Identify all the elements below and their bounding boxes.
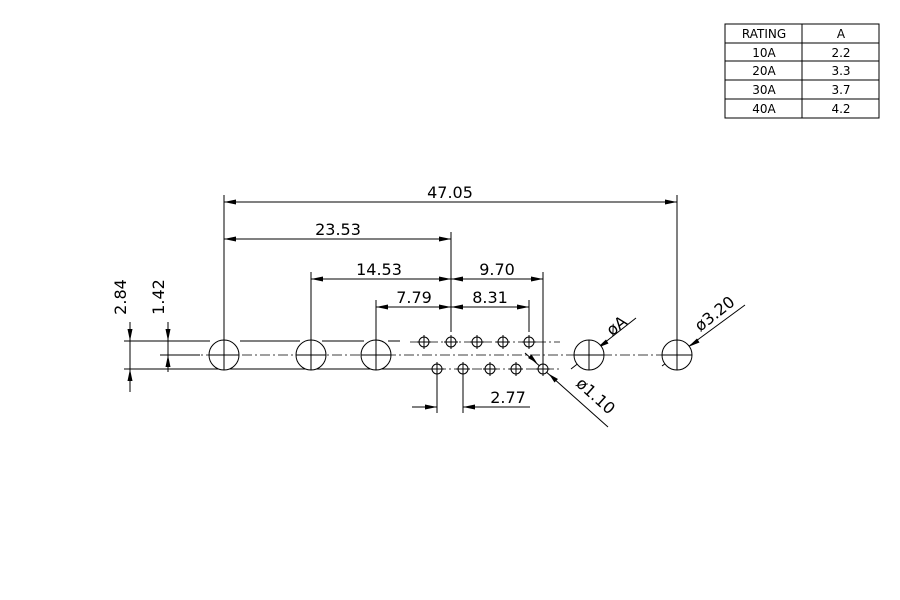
dim-right-span: 9.70 <box>479 260 515 279</box>
dim-hole-small: ø1.10 <box>572 374 618 419</box>
table-cell-rating: 10A <box>752 46 776 60</box>
dim-overall-length: 47.05 <box>427 183 473 202</box>
dim-hole-a: øA <box>603 312 631 340</box>
table-cell-rating: 40A <box>752 102 776 116</box>
table-cell-a: 3.7 <box>831 83 850 97</box>
table-cell-rating: 20A <box>752 64 776 78</box>
table-cell-a: 4.2 <box>831 102 850 116</box>
table-header-rating: RATING <box>742 27 786 41</box>
dim-half-row-spacing: 1.42 <box>149 279 168 315</box>
dim-inner-right: 8.31 <box>472 288 508 307</box>
dim-left-span: 14.53 <box>356 260 402 279</box>
dim-pin-pitch: 2.77 <box>490 388 526 407</box>
dim-row-spacing: 2.84 <box>111 279 130 315</box>
dimension-labels: 47.05 23.53 14.53 9.70 7.79 8.31 2.77 2.… <box>111 183 738 418</box>
dim-hole-large: ø3.20 <box>691 292 738 335</box>
table-header-a: A <box>837 27 846 41</box>
dim-half-length: 23.53 <box>315 220 361 239</box>
table-cell-rating: 30A <box>752 83 776 97</box>
rating-table: RATING A 10A 2.2 20A 3.3 30A 3.7 40A 4.2 <box>724 23 880 119</box>
hole-crosshairs <box>209 335 692 376</box>
table-cell-a: 2.2 <box>831 46 850 60</box>
dimension-lines <box>127 199 746 428</box>
dim-inner-left: 7.79 <box>396 288 432 307</box>
extension-lines <box>124 195 678 413</box>
table-cell-a: 3.3 <box>831 64 850 78</box>
